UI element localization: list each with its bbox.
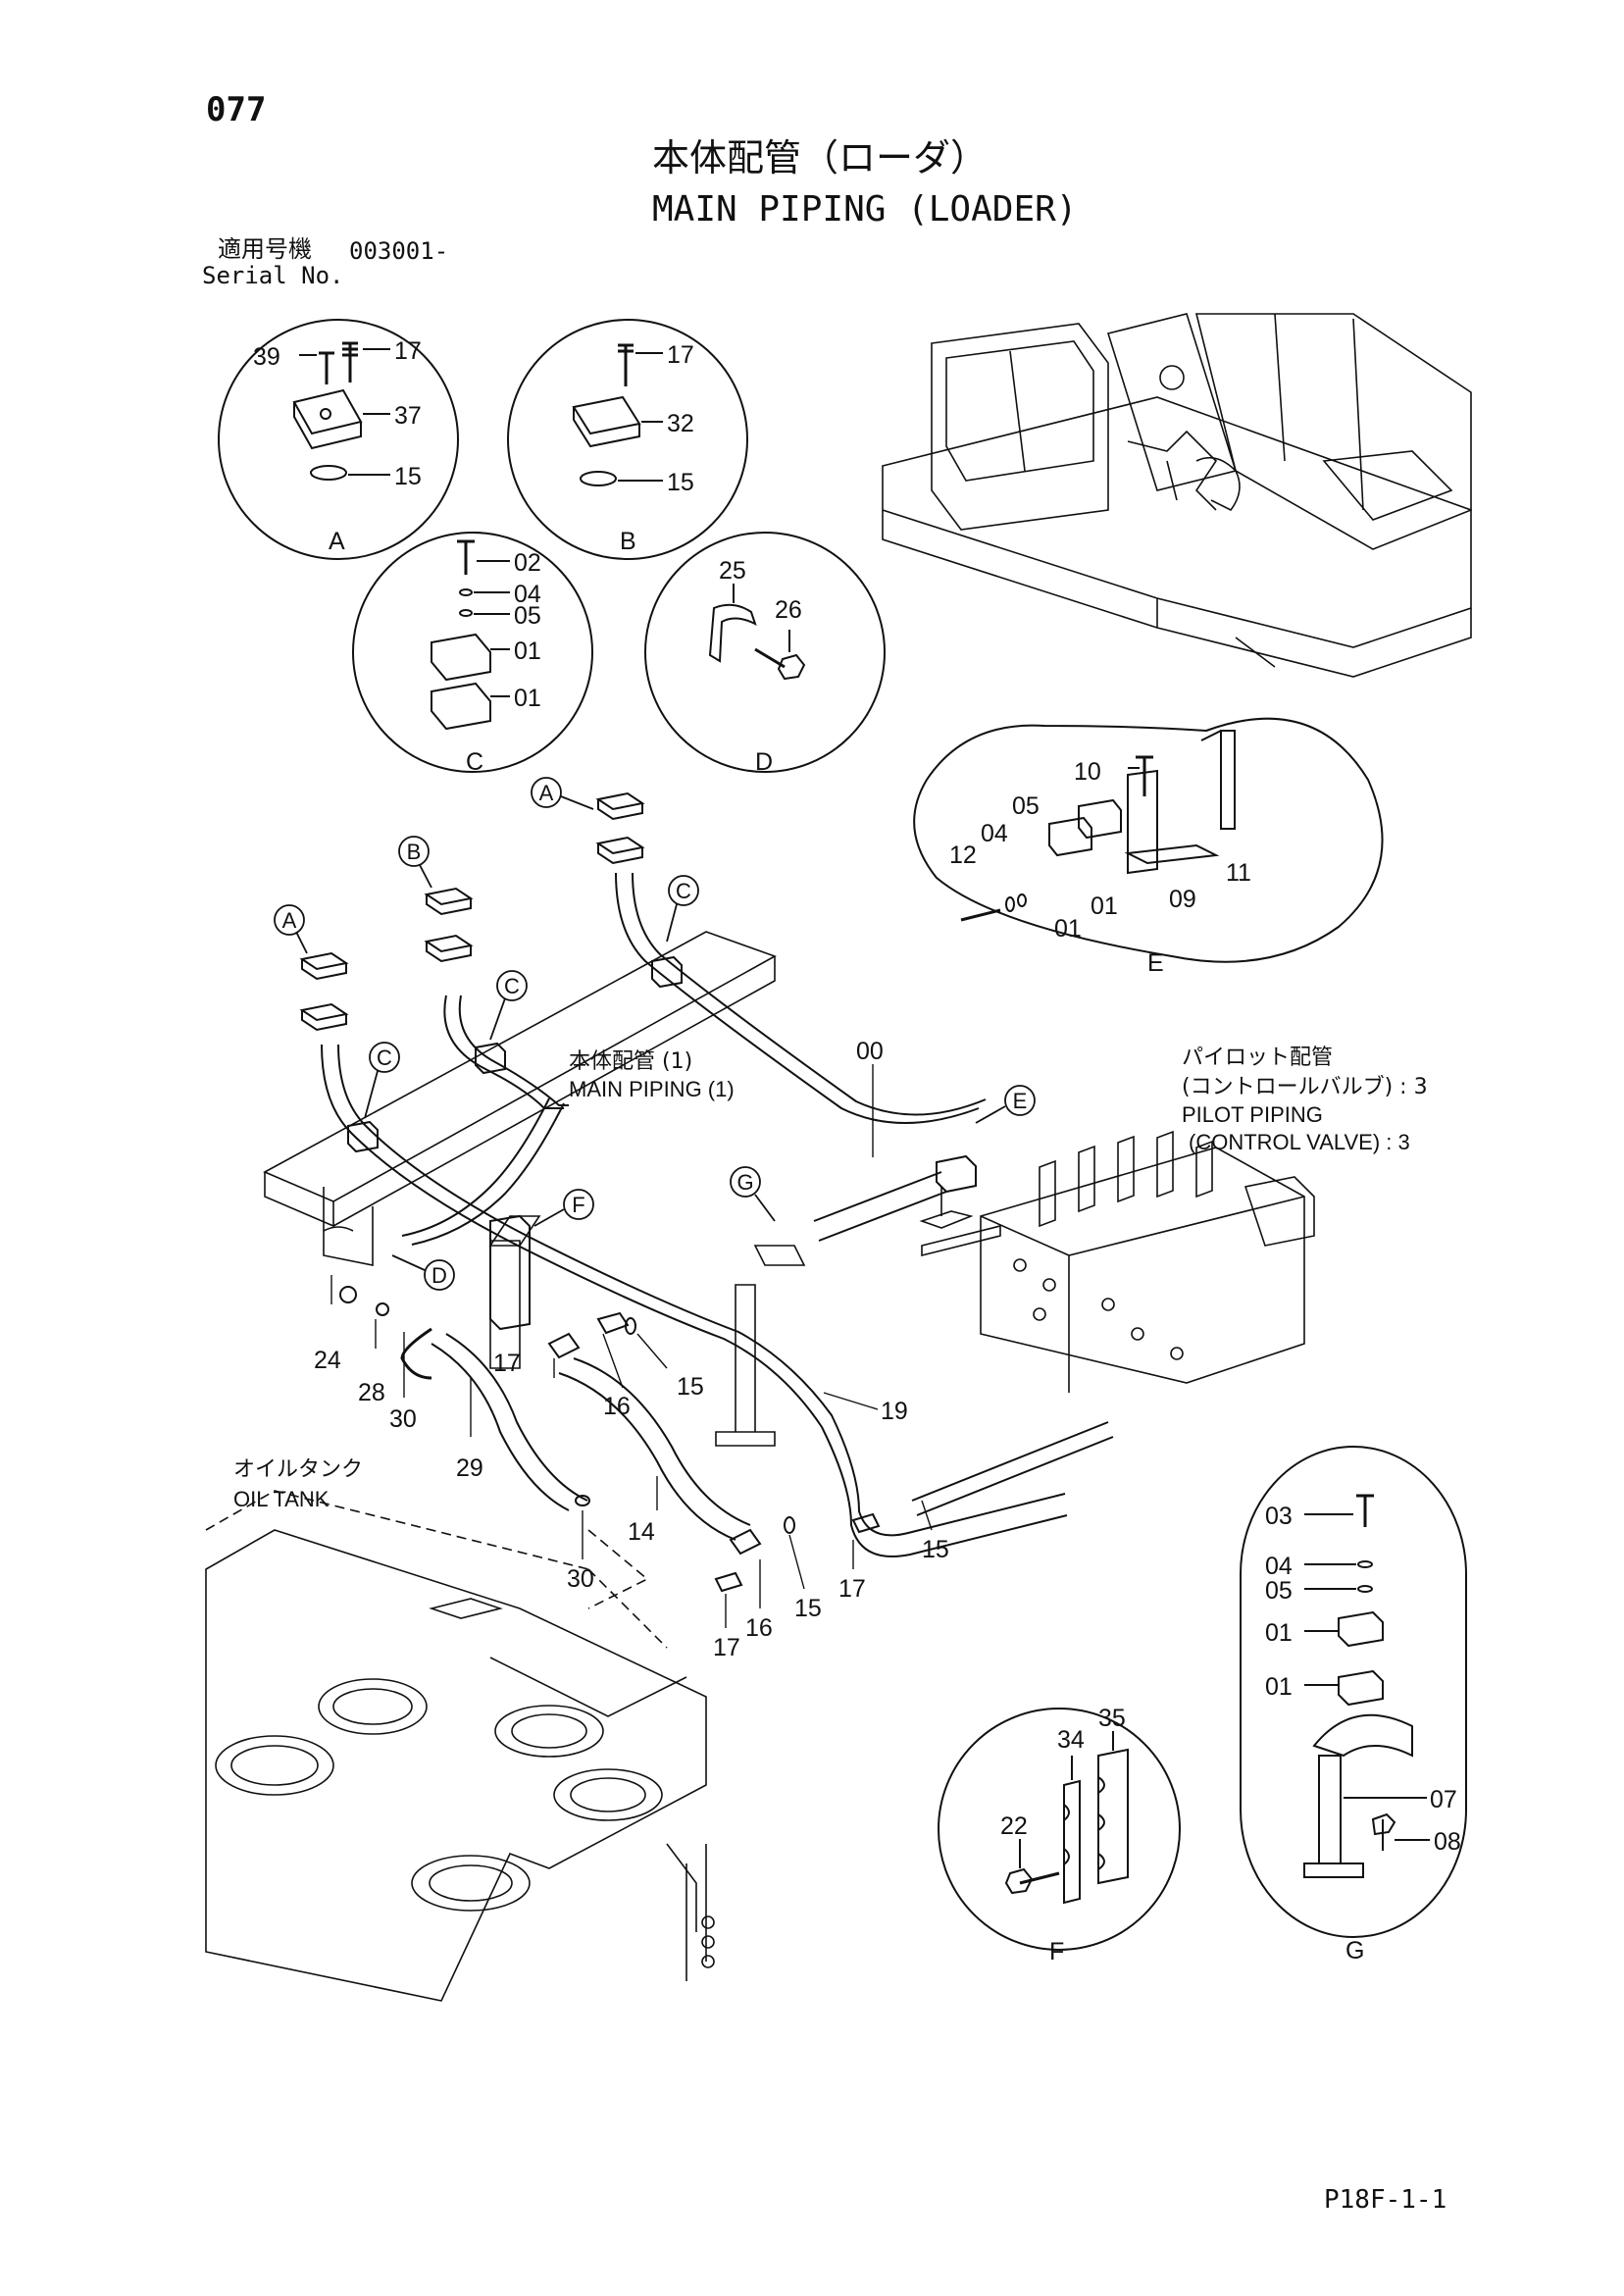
main-piping-label-jp: 本体配管 (1) xyxy=(569,1049,693,1074)
callout-g-01a: 01 xyxy=(1265,1619,1293,1647)
callout-g-03: 03 xyxy=(1265,1503,1293,1530)
detail-circle-e: 10 12 04 05 01 01 09 11 E xyxy=(913,717,1384,977)
main-callouts: 00 24 28 30 29 17 16 15 19 14 30 17 16 1… xyxy=(314,1038,949,1661)
flange-caps xyxy=(299,791,645,1032)
callout-b-15: 15 xyxy=(667,469,694,496)
leader-lines xyxy=(330,1064,933,1628)
pilot-piping-label-jp1: パイロット配管 xyxy=(1182,1046,1334,1070)
oil-tank xyxy=(205,1490,715,2002)
pilot-piping-label-jp2: (コントロールバルブ) : 3 xyxy=(1182,1075,1428,1099)
callout-a-39: 39 xyxy=(253,343,280,371)
callout-e-01b: 01 xyxy=(1091,893,1118,920)
detail-circle-a: 39 17 37 15 A xyxy=(218,319,459,560)
callout-g-04: 04 xyxy=(1265,1553,1293,1580)
callout-17c: 17 xyxy=(838,1575,866,1603)
callout-00: 00 xyxy=(856,1038,884,1065)
callout-a-15: 15 xyxy=(394,463,422,490)
callout-c-04: 04 xyxy=(514,581,541,608)
callout-14: 14 xyxy=(628,1518,655,1546)
page-number: 077 xyxy=(206,90,267,129)
callout-f-22: 22 xyxy=(1000,1812,1028,1840)
callout-e-01a: 01 xyxy=(1054,915,1082,943)
callout-d-26: 26 xyxy=(775,596,802,624)
page-title-jp: 本体配管（ローダ） xyxy=(652,136,989,179)
hoses xyxy=(339,1286,881,1593)
callout-g-07: 07 xyxy=(1430,1786,1457,1813)
callout-17a: 17 xyxy=(493,1350,521,1377)
ref-bubble-e: E xyxy=(1013,1089,1028,1113)
detail-letter-g: G xyxy=(1345,1937,1364,1964)
callout-g-08: 08 xyxy=(1434,1828,1461,1856)
callout-15c: 15 xyxy=(922,1536,949,1563)
detail-letter-b: B xyxy=(620,528,636,555)
serial-label-en: Serial No. xyxy=(202,262,344,289)
callout-e-09: 09 xyxy=(1169,886,1196,913)
callout-c-02: 02 xyxy=(514,549,541,577)
ref-bubble-c2: C xyxy=(504,974,520,998)
detail-circle-c: 02 04 05 01 01 C xyxy=(352,532,593,776)
pilot-piping-label-en2: (CONTROL VALVE) : 3 xyxy=(1189,1130,1410,1154)
callout-16a: 16 xyxy=(603,1393,631,1420)
detail-circle-g: 03 04 05 01 01 07 08 G xyxy=(1240,1446,1467,1964)
callout-e-10: 10 xyxy=(1074,758,1101,786)
callout-e-11: 11 xyxy=(1226,859,1251,887)
callout-16b: 16 xyxy=(745,1614,773,1642)
ref-bubble-d: D xyxy=(431,1263,447,1288)
callout-17b: 17 xyxy=(713,1634,740,1661)
callout-g-05: 05 xyxy=(1265,1577,1293,1605)
main-piping-label-en: MAIN PIPING (1) xyxy=(569,1077,735,1101)
callout-f-34: 34 xyxy=(1057,1726,1085,1754)
callout-28: 28 xyxy=(358,1379,385,1406)
callout-30b: 30 xyxy=(567,1565,594,1593)
callout-g-01b: 01 xyxy=(1265,1673,1293,1701)
detail-circle-b: 17 32 15 B xyxy=(507,319,748,560)
callout-e-05: 05 xyxy=(1012,792,1040,820)
ref-bubbles: A B C A C C G D E F xyxy=(274,777,1036,1291)
detail-letter-d: D xyxy=(755,748,773,776)
ref-bubble-a1: A xyxy=(539,781,554,805)
machine-overview xyxy=(882,313,1472,678)
control-valve xyxy=(980,1130,1315,1393)
oil-tank-label-en: OIL TANK xyxy=(233,1487,330,1511)
page-title-en: MAIN PIPING (LOADER) xyxy=(652,189,1078,230)
callout-f-35: 35 xyxy=(1098,1705,1126,1732)
callout-a-37: 37 xyxy=(394,402,422,430)
detail-letter-f: F xyxy=(1049,1938,1064,1965)
callout-15a: 15 xyxy=(677,1373,704,1401)
ref-bubble-b: B xyxy=(407,840,422,864)
ref-bubble-c3: C xyxy=(377,1046,392,1070)
ref-bubble-a2: A xyxy=(282,908,297,933)
callout-a-17: 17 xyxy=(394,337,422,365)
detail-letter-a: A xyxy=(329,528,345,555)
callout-19: 19 xyxy=(881,1398,908,1425)
detail-circle-d: 25 26 D xyxy=(644,532,886,776)
callout-29: 29 xyxy=(456,1454,483,1482)
serial-value: 003001- xyxy=(349,237,449,265)
callout-b-32: 32 xyxy=(667,410,694,437)
callout-30a: 30 xyxy=(389,1405,417,1433)
callout-c-01a: 01 xyxy=(514,638,541,665)
pilot-piping-label-en1: PILOT PIPING xyxy=(1182,1102,1323,1127)
oil-tank-label-jp: オイルタンク xyxy=(233,1457,364,1482)
ref-bubble-f: F xyxy=(572,1193,584,1217)
callout-c-05: 05 xyxy=(514,602,541,630)
ref-bubble-c1: C xyxy=(676,879,691,903)
callout-24: 24 xyxy=(314,1347,341,1374)
ref-bubble-g: G xyxy=(736,1170,753,1195)
callout-b-17: 17 xyxy=(667,341,694,369)
page-code: P18F-1-1 xyxy=(1324,2185,1447,2215)
callout-d-25: 25 xyxy=(719,557,746,585)
serial-label-jp: 適用号機 xyxy=(218,235,312,263)
main-piping-assembly xyxy=(263,872,1114,1557)
detail-letter-e: E xyxy=(1147,949,1164,977)
callout-c-01b: 01 xyxy=(514,685,541,712)
callout-15b: 15 xyxy=(794,1595,822,1622)
callout-e-12: 12 xyxy=(949,842,977,869)
pipe-clamps xyxy=(347,955,977,1331)
detail-circle-f: 34 35 22 F xyxy=(938,1705,1181,1965)
callout-e-04: 04 xyxy=(981,820,1008,847)
detail-letter-c: C xyxy=(466,748,483,776)
